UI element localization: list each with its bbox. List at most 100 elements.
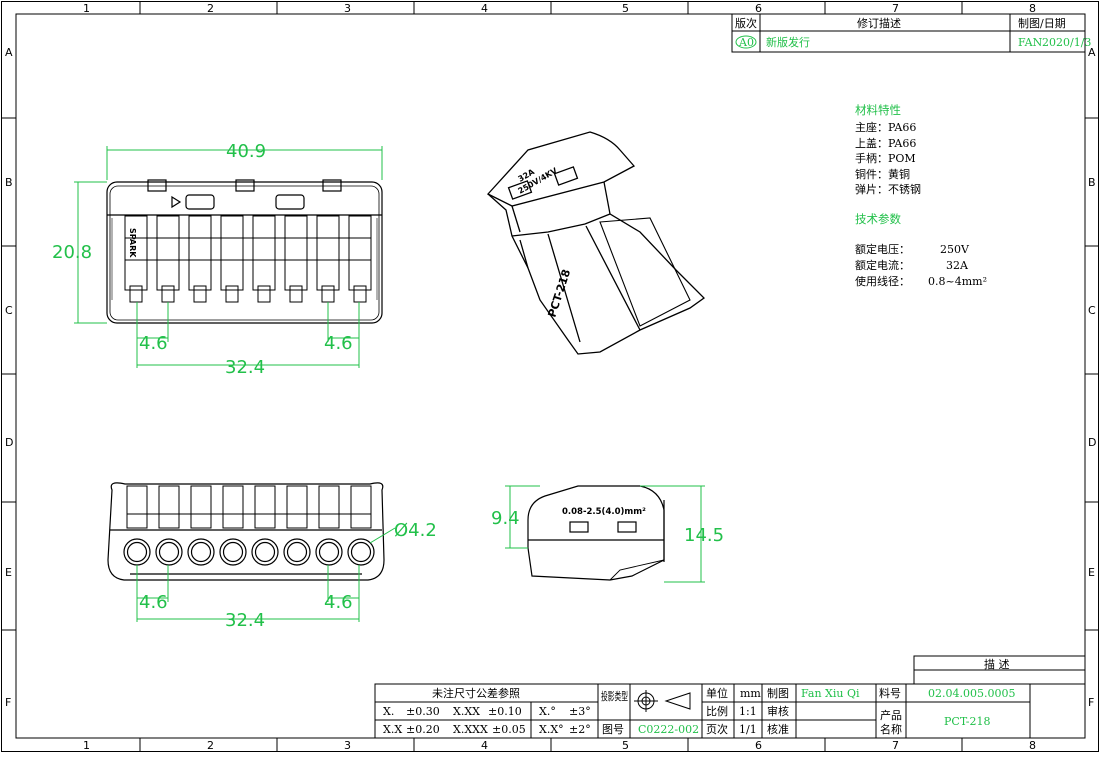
zone-top-8: 8 xyxy=(1029,2,1036,15)
zone-left-f: F xyxy=(5,696,11,709)
tech-value-current: 32A xyxy=(946,259,969,272)
front-view-dimensions xyxy=(136,527,396,622)
revision-header-by: 制图/日期 xyxy=(1018,17,1066,30)
dim-front-hole: Ø4.2 xyxy=(394,520,437,541)
product-name: PCT-218 xyxy=(944,715,990,728)
zone-right-d: D xyxy=(1088,436,1096,449)
desc-label: 描 述 xyxy=(984,657,1010,671)
dim-front-span: 32.4 xyxy=(225,610,265,631)
projection-symbol xyxy=(634,690,691,712)
zone-left-b: B xyxy=(5,176,13,189)
zone-right-e: E xyxy=(1088,566,1095,579)
tol-r1-c4: ±0.10 xyxy=(488,705,522,718)
dim-top-pitch-left: 4.6 xyxy=(139,333,168,354)
tech-heading: 技术参数 xyxy=(855,212,901,226)
side-view xyxy=(527,485,665,581)
drawn-label: 制图 xyxy=(767,687,789,700)
zone-left-c: C xyxy=(5,304,13,317)
top-view-side-text: SPARK xyxy=(128,228,137,258)
zone-bottom-4: 4 xyxy=(481,739,488,752)
tech-value-voltage: 250V xyxy=(940,243,970,256)
drawing-frame: 1 2 3 4 5 6 7 8 1 2 3 4 5 6 7 8 A B C D … xyxy=(1,1,1099,752)
tol-r1-c5: X.° xyxy=(539,705,556,718)
zone-right-c: C xyxy=(1088,304,1096,317)
zone-bottom-5: 5 xyxy=(622,739,629,752)
drawn-by: Fan Xiu Qi xyxy=(801,687,860,700)
material-item: 铜件：黄铜 xyxy=(855,167,910,181)
zone-left-d: D xyxy=(5,436,13,449)
revision-table: 版次 修订描述 制图/日期 A0 新版发行 FAN 2020/1/3 xyxy=(731,13,1091,53)
zone-top-7: 7 xyxy=(892,2,899,15)
zone-right-a: A xyxy=(1088,46,1096,59)
dim-front-pitch-right: 4.6 xyxy=(324,592,353,613)
revision-desc: 新版发行 xyxy=(766,35,810,49)
tech-label-current: 额定电流： xyxy=(855,258,910,272)
dim-side-height-b: 14.5 xyxy=(684,525,724,546)
unit-label: 单位 xyxy=(706,686,728,700)
tol-r1-c1: X. xyxy=(383,705,394,718)
tol-r2-c5: X.X° xyxy=(539,723,564,736)
tech-label-wire: 使用线径： xyxy=(855,274,910,288)
material-item: 手柄：POM xyxy=(855,151,916,165)
tol-r2-c6: ±2° xyxy=(569,723,591,736)
revision-header-version: 版次 xyxy=(735,16,757,30)
zone-top-5: 5 xyxy=(622,2,629,15)
page-value: 1/1 xyxy=(739,723,757,736)
part-no: 02.04.005.0005 xyxy=(928,687,1015,700)
zone-bottom-1: 1 xyxy=(83,739,90,752)
title-block xyxy=(374,655,1086,739)
zone-bottom-7: 7 xyxy=(892,739,899,752)
zone-right-f: F xyxy=(1088,696,1094,709)
revision-by: FAN xyxy=(1018,36,1043,49)
tech-label-voltage: 额定电压： xyxy=(855,242,910,256)
tol-r2-c1: X.X xyxy=(383,723,402,736)
tol-r1-c3: X.XX xyxy=(453,705,480,718)
tol-r1-c2: ±0.30 xyxy=(406,705,440,718)
page-label: 页次 xyxy=(706,722,728,736)
zone-left-a: A xyxy=(5,46,13,59)
revision-date: 2020/1/3 xyxy=(1042,36,1091,49)
top-view xyxy=(106,179,383,324)
materials-heading: 材料特性 xyxy=(855,103,901,117)
dim-side-height-a: 9.4 xyxy=(491,508,520,529)
dim-top-width: 40.9 xyxy=(226,141,266,162)
zone-bottom-8: 8 xyxy=(1029,739,1036,752)
tolerance-title: 未注尺寸公差参照 xyxy=(432,686,520,700)
material-item: 上盖：PA66 xyxy=(855,136,916,150)
zone-top-3: 3 xyxy=(344,2,351,15)
unit-value: mm xyxy=(740,687,761,700)
zone-bottom-6: 6 xyxy=(755,739,762,752)
side-view-wire-label: 0.08-2.5(4.0)mm² xyxy=(562,507,646,517)
tol-r2-c4: ±0.05 xyxy=(492,723,526,736)
material-item: 弹片：不锈钢 xyxy=(855,182,921,196)
iso-model: PCT-218 xyxy=(545,268,573,319)
zone-top-1: 1 xyxy=(83,2,90,15)
material-notes: 材料特性 主座：PA66 上盖：PA66 手柄：POM 铜件：黄铜 弹片：不锈钢… xyxy=(855,103,987,288)
dim-top-span: 32.4 xyxy=(225,357,265,378)
side-view-dimensions xyxy=(505,485,705,583)
drawing-no-label: 图号 xyxy=(602,723,624,736)
zone-top-6: 6 xyxy=(755,2,762,15)
approve-label: 核准 xyxy=(767,722,789,736)
product-label-1: 产品 xyxy=(880,708,902,722)
dim-front-pitch-left: 4.6 xyxy=(139,592,168,613)
top-view-dimensions xyxy=(74,146,383,368)
tol-r2-c3: X.XXX xyxy=(453,723,488,736)
revision-header-desc: 修订描述 xyxy=(857,16,901,30)
zone-bottom-2: 2 xyxy=(207,739,214,752)
product-label-2: 名称 xyxy=(880,722,902,736)
dim-top-height: 20.8 xyxy=(52,242,92,263)
scale-label: 比例 xyxy=(706,704,728,718)
front-view xyxy=(107,482,385,581)
check-label: 审核 xyxy=(767,704,789,718)
material-item: 主座：PA66 xyxy=(855,120,916,134)
zone-bottom-3: 3 xyxy=(344,739,351,752)
zone-top-2: 2 xyxy=(207,2,214,15)
part-no-label: 料号 xyxy=(879,686,901,700)
drawing-no: C0222-002 xyxy=(638,723,699,736)
scale-value: 1:1 xyxy=(739,705,757,718)
isometric-view xyxy=(486,131,706,355)
dim-top-pitch-right: 4.6 xyxy=(324,333,353,354)
zone-right-b: B xyxy=(1088,176,1096,189)
